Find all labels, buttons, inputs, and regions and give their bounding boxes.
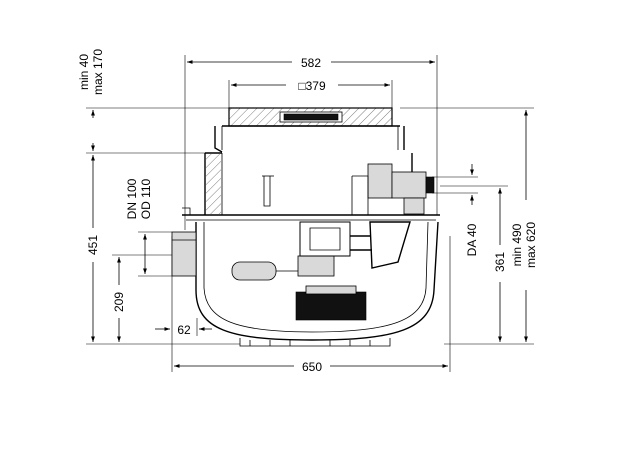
dimension-width-cover-label: □379 (298, 79, 326, 93)
dimension-total-min-label: min 490 (510, 223, 524, 266)
dimension-width-overall: 582 (184, 55, 438, 230)
dimension-width-base-label: 650 (302, 360, 322, 374)
dimension-width-overall-label: 582 (301, 56, 321, 70)
float-switch (231, 255, 335, 281)
outlet-da-label: DA 40 (465, 223, 479, 256)
tank-body (182, 214, 440, 347)
inner-bracket (182, 175, 274, 215)
dimension-inlet-diameter: DN 100 OD 110 (125, 178, 172, 277)
dimension-offset-inlet-label: 62 (177, 323, 191, 337)
cover-plate (222, 107, 400, 127)
dimension-height-outlet-label: 361 (493, 252, 507, 272)
dimension-height-total-label: 451 (86, 235, 100, 255)
dimension-extension: min 40 max 170 (77, 49, 229, 151)
discharge-assembly (351, 163, 435, 269)
dimension-total-max-label: max 620 (524, 222, 538, 268)
dimension-height-inlet: 209 (112, 254, 172, 342)
dimension-outlet-diameter: DA 40 (432, 164, 479, 256)
dimension-offset-inlet: 62 (155, 318, 212, 337)
dimension-total-height: min 490 max 620 (400, 107, 538, 345)
dimension-extension-min-label: min 40 (77, 54, 91, 90)
dimension-width-cover: □379 (228, 79, 393, 108)
inlet-od-label: OD 110 (139, 178, 153, 219)
dimension-height-inlet-label: 209 (112, 292, 126, 312)
pump-unit (295, 221, 372, 321)
dimension-height-total: 451 (86, 152, 240, 345)
dimension-height-outlet: 361 (440, 185, 508, 345)
inlet-pipe (171, 231, 197, 277)
dimension-extension-max-label: max 170 (91, 49, 105, 95)
inlet-dn-label: DN 100 (125, 178, 139, 219)
